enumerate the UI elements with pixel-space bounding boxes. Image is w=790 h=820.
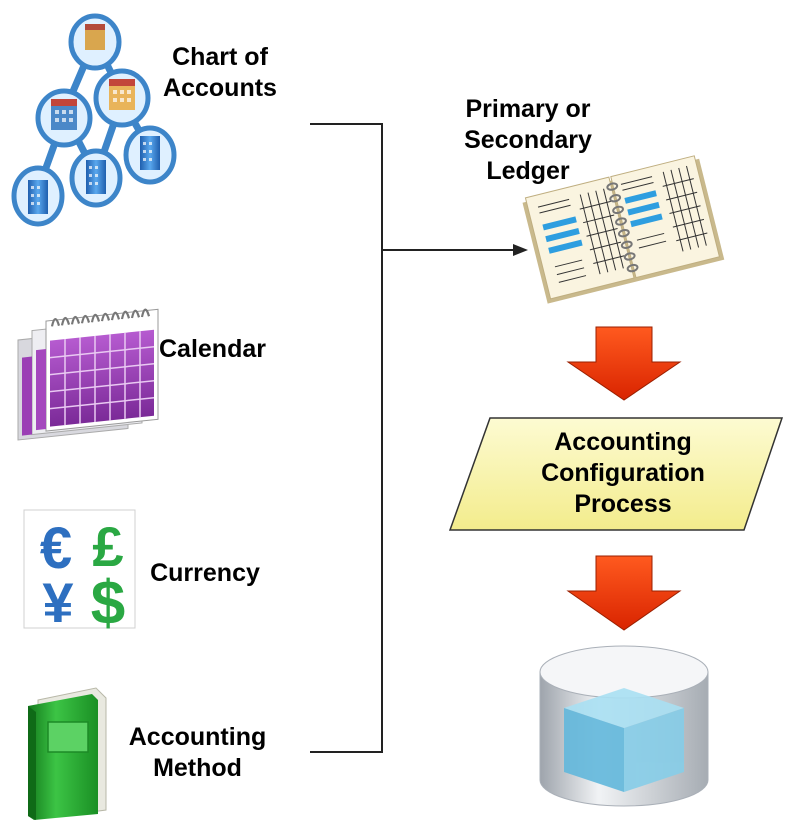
ledger-book-icon (522, 155, 725, 304)
ledger-label: Primary or Secondary Ledger (448, 94, 608, 187)
accounting-method-line-2: Method (153, 754, 242, 782)
connector-lines (310, 123, 514, 753)
accounting-method-label: Accounting Method (115, 722, 280, 784)
calendar-icon (17, 308, 159, 441)
process-label-line-2: Configuration (541, 459, 705, 487)
process-box (448, 417, 784, 531)
process-label: Accounting Configuration Process (523, 427, 723, 520)
database-cylinder-icon (539, 645, 709, 807)
process-label-line-1: Accounting (554, 428, 692, 456)
currency-label-text: Currency (150, 559, 260, 587)
process-label-line-3: Process (574, 490, 672, 518)
flow-arrow-1 (566, 326, 682, 401)
euro-symbol: € (40, 516, 72, 581)
ledger-label-line-2: Secondary (464, 126, 592, 154)
connector-arrowhead (513, 244, 528, 256)
ledger-label-line-1: Primary or (465, 95, 591, 123)
dollar-symbol: $ (91, 569, 125, 638)
yen-symbol: ¥ (42, 571, 73, 634)
chart-of-accounts-label: Chart of Accounts (150, 42, 290, 104)
currency-label: Currency (140, 558, 270, 589)
chart-of-accounts-line-2: Accounts (163, 74, 277, 102)
ledger-label-line-3: Ledger (486, 157, 570, 185)
green-book-icon (28, 687, 107, 820)
pound-symbol: £ (92, 515, 123, 578)
chart-of-accounts-line-1: Chart of (172, 43, 268, 71)
calendar-label: Calendar (150, 334, 275, 365)
accounting-method-line-1: Accounting (128, 723, 267, 751)
building-hierarchy-icon (11, 13, 177, 227)
calendar-label-text: Calendar (159, 335, 266, 363)
flow-arrow-2 (566, 555, 682, 631)
currency-symbols-icon: € £ ¥ $ (23, 509, 136, 638)
